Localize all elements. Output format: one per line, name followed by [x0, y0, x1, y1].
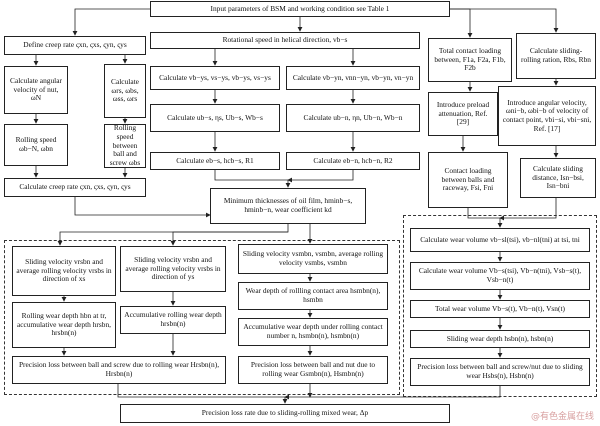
rolling-speed-screw-box: Rolling speed between ball and screw ωbs — [104, 123, 146, 168]
precision-loss-screw-box: Precision loss between ball and screw du… — [12, 356, 226, 384]
total-wear-volume-box: Total wear volume Vb−s(t), Vb−n(t), Vsn(… — [410, 300, 590, 318]
precision-loss-rate-box: Precision loss rate due to sliding-rolli… — [120, 404, 450, 423]
input-parameters-box: Input parameters of BSM and working cond… — [150, 1, 450, 17]
rotational-speed-box: Rotational speed in helical direction, v… — [150, 32, 420, 49]
calculate-creep-rate-box: Calculate creep rate ςxn, ςxs, ςyn, ςys — [4, 178, 146, 197]
oil-film-box: Minimum thicknesses of oil film, hminb−s… — [210, 188, 366, 224]
angular-velocity-screw-box: Calculate ωrs, ωbs, ωss, ωrs — [104, 64, 146, 118]
accumulative-contact-number-box: Accumulative wear depth under rolling co… — [238, 318, 388, 346]
sliding-velocity-avg-box: Sliding velocity vsmbn, vsmbn, average r… — [238, 244, 388, 274]
wear-depth-contact-area-box: Wear depth of rollling contact area hsmb… — [238, 282, 388, 310]
wear-volume-t-box: Calculate wear volume vb−sl(tsi), vb−nl(… — [410, 228, 590, 252]
calc-e-screw-box: Calculate eb−s, hcb−s, R1 — [150, 152, 280, 170]
preload-attenuation-box: Introduce preload attenuation, Ref. [29] — [428, 92, 498, 136]
watermark: @有色金属在线 — [530, 412, 594, 422]
total-contact-loading-box: Total contact loading between, F1a, F2a,… — [428, 38, 512, 82]
sliding-rolling-ratio-box: Calculate sliding-rolling ration, Rbs, R… — [516, 33, 596, 79]
calc-v-nut-box: Calculate vb−yn, vnn−yn, vb−yn, vn−yn — [286, 66, 420, 90]
calc-u-screw-box: Calculate ub−s, ηs, Ub−s, Wb−s — [150, 104, 280, 132]
define-creep-rate-box: Define creep rate ςxn, ςxs, ςyn, ςys — [4, 36, 146, 55]
calc-v-screw-box: Calculate vb−ys, vs−ys, vb−ys, vs−ys — [150, 66, 280, 90]
accumulative-rolling-wear-box: Accumulative rolling wear depth hrsbn(n) — [120, 306, 226, 334]
sliding-wear-depth-box: Sliding wear depth hsbn(n), hsbn(n) — [410, 330, 590, 348]
precision-loss-nut-box: Precision loss between ball and nut due … — [238, 356, 388, 384]
angular-velocity-nut-box: Calculate angular velocity of nut, ωN — [4, 66, 68, 114]
contact-raceway-box: Contact loading between balls and racewa… — [428, 152, 508, 208]
rolling-speed-nut-box: Rolling speed ωb−N, ωbn — [4, 124, 68, 166]
calc-e-nut-box: Calculate eb−n, hcb−n, R2 — [286, 152, 420, 170]
wear-volume-v-box: Calculate wear volume Vb−s(tsi), Vb−n(tn… — [410, 262, 590, 290]
sliding-velocity-x-box: Sliding velocity vrsbn and average rolli… — [12, 246, 116, 296]
sliding-velocity-y-box: Sliding velocity vrsbn and average rolli… — [120, 246, 226, 292]
angular-velocity-contact-box: Introduce angular velocity, ωni−b, ωbi−b… — [498, 86, 596, 146]
sliding-distance-box: Calculate sliding distance, Isn−bsi, Isn… — [520, 158, 596, 198]
calc-u-nut-box: Calculate ub−n, ηn, Ub−n, Wb−n — [286, 104, 420, 132]
precision-loss-sliding-box: Precision loss between ball and screw/nu… — [410, 358, 590, 386]
rolling-wear-depth-box: Rolling wear depth hbn at tr, accumulati… — [12, 302, 116, 348]
